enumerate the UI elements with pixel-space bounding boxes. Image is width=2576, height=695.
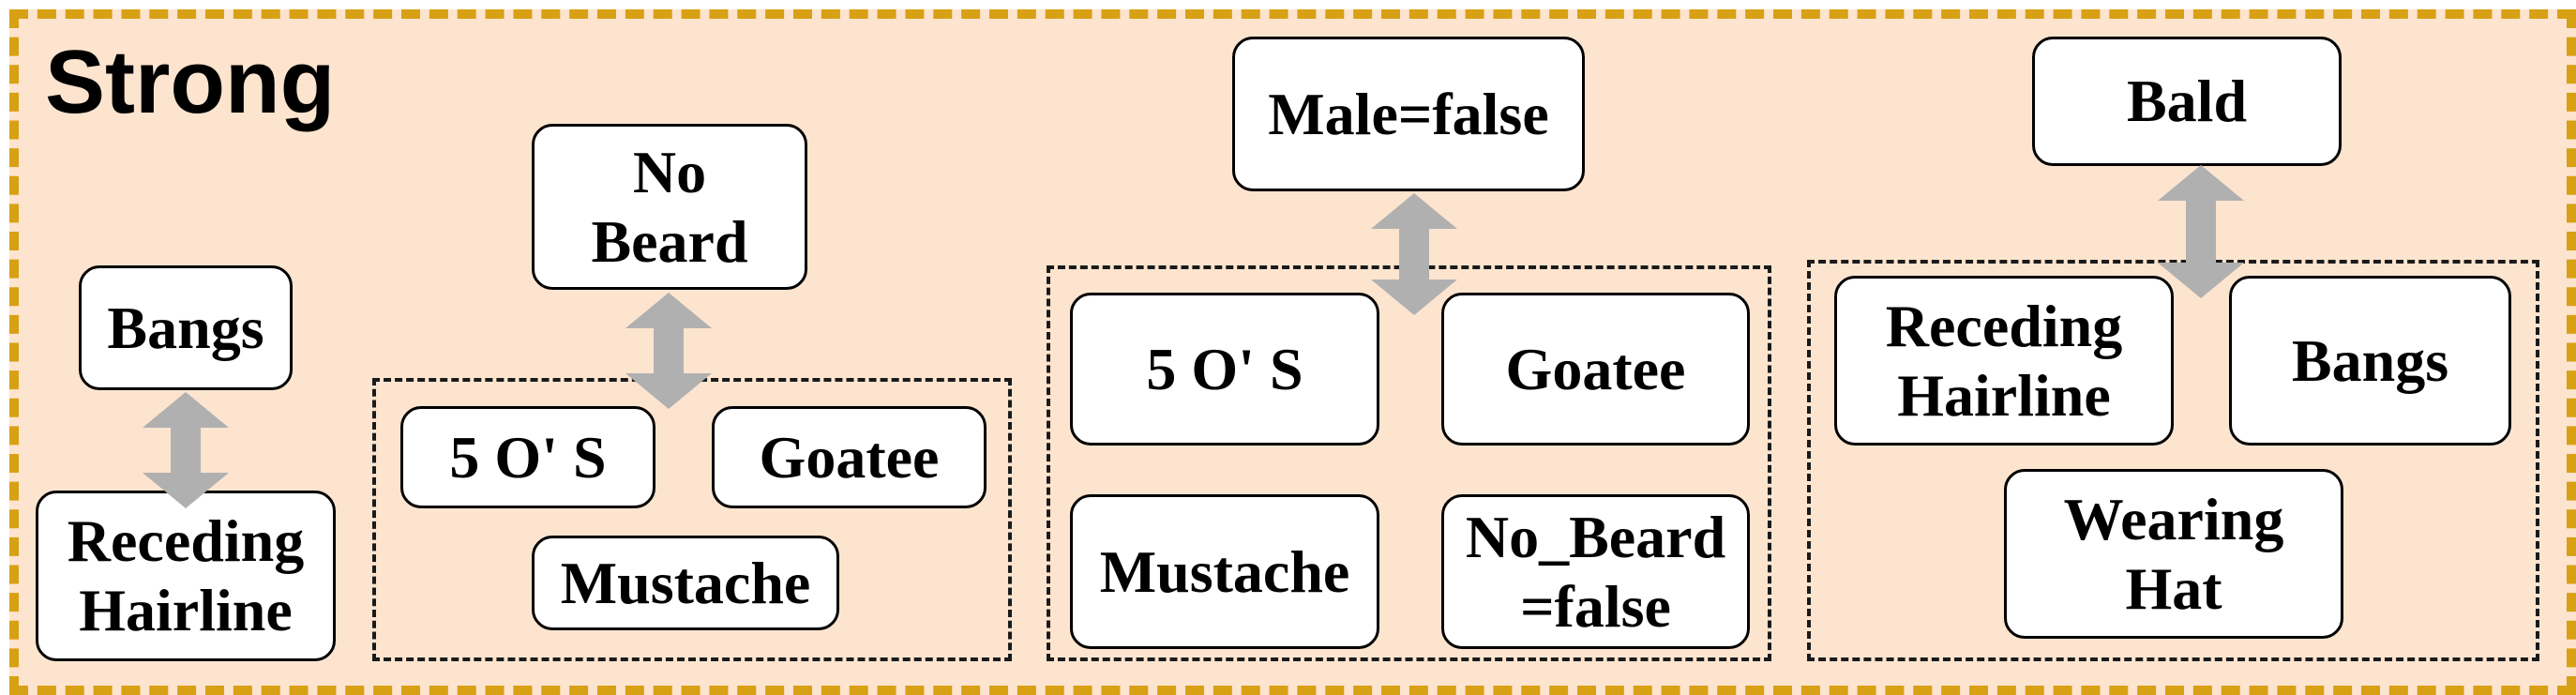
- node-goatee: Goatee: [712, 406, 987, 508]
- node-5-o-clock-shadow: 5 O' S: [1070, 293, 1379, 446]
- node-wearing-hat: Wearing Hat: [2004, 469, 2343, 639]
- node-male-false: Male=false: [1232, 37, 1585, 191]
- double-arrow-4: [2158, 165, 2244, 298]
- node-receding-hairline: Receding Hairline: [36, 491, 336, 661]
- double-arrow-3: [1371, 193, 1457, 315]
- group-bald-related: [1807, 260, 2539, 661]
- panel-title: Strong: [45, 32, 336, 132]
- node-goatee: Goatee: [1441, 293, 1750, 446]
- node-mustache: Mustache: [1070, 494, 1379, 649]
- node-no-beard-false: No_Beard =false: [1441, 494, 1750, 649]
- node-no-beard: No Beard: [532, 124, 807, 290]
- node-5-o-clock-shadow: 5 O' S: [400, 406, 655, 508]
- node-receding-hairline: Receding Hairline: [1834, 276, 2174, 446]
- double-arrow-1: [143, 392, 229, 508]
- node-bangs: Bangs: [79, 265, 293, 390]
- node-mustache: Mustache: [532, 536, 839, 630]
- node-bald: Bald: [2032, 37, 2342, 166]
- node-bangs: Bangs: [2229, 276, 2511, 446]
- double-arrow-2: [625, 293, 712, 409]
